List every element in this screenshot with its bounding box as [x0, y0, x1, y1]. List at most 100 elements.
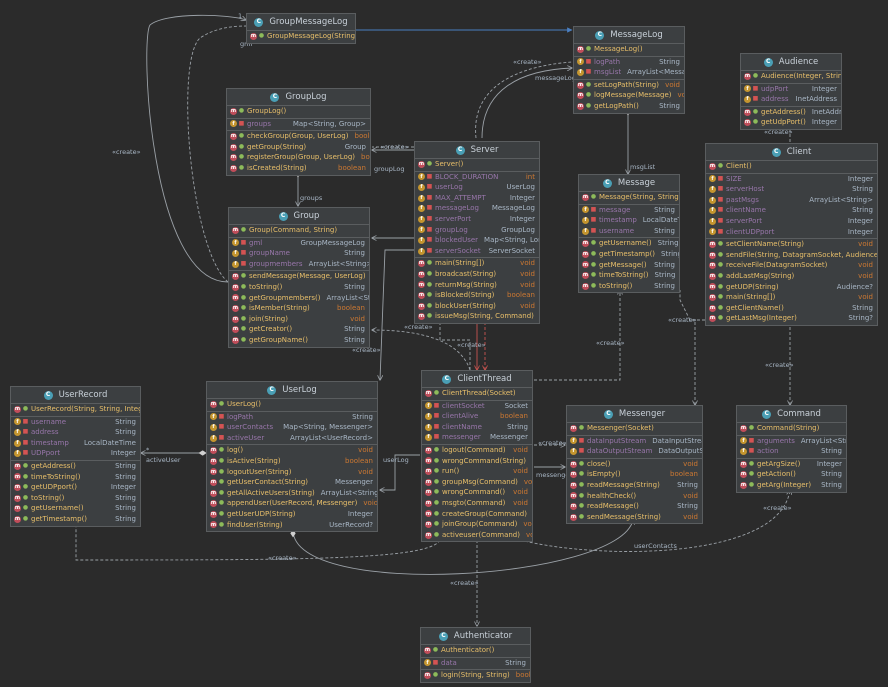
field-row[interactable]: f■dataOutputStreamDataOutputStream	[567, 446, 702, 457]
method-row[interactable]: m●main(String[])void	[706, 292, 877, 303]
method-row[interactable]: m●getAction()String	[737, 469, 846, 480]
method-row[interactable]: m●join(String)void	[229, 314, 369, 325]
constructor-row[interactable]: m●ClientThread(Socket)	[422, 388, 532, 399]
constructor-row[interactable]: m●UserRecord(String, String, Integer)	[11, 404, 140, 415]
method-row[interactable]: m●blockUser(String)void	[415, 301, 539, 312]
method-row[interactable]: m●findUser(String)UserRecord?	[207, 520, 377, 531]
method-row[interactable]: m●receiveFile(DatagramSocket)void	[706, 260, 877, 271]
method-row[interactable]: m●wrongCommand(String)void	[422, 456, 532, 467]
method-row[interactable]: m●getAllActiveUsers(String)ArrayList<Str…	[207, 488, 377, 499]
constructor-row[interactable]: m●Authenticator()	[421, 645, 530, 656]
method-row[interactable]: m●sendFile(String, DatagramSocket, Audie…	[706, 250, 877, 261]
method-row[interactable]: m●close()void	[567, 459, 702, 470]
method-row[interactable]: m●readMessage()String	[567, 501, 702, 512]
method-row[interactable]: m●getUDP(String)Audience?	[706, 282, 877, 293]
constructor-row[interactable]: m●Group(Command, String)	[229, 225, 369, 236]
method-row[interactable]: m●getLastMsg(Integer)String?	[706, 313, 877, 324]
method-row[interactable]: m●login(String, String)boolean	[421, 670, 530, 681]
method-row[interactable]: m●issueMsg(String, Command)void	[415, 311, 539, 322]
constructor-row[interactable]: m●GroupLog()	[227, 106, 370, 117]
method-row[interactable]: m●getUserUDP(String)Integer	[207, 509, 377, 520]
method-row[interactable]: m●getArgSize()Integer	[737, 459, 846, 470]
method-row[interactable]: m●toString()String	[11, 493, 140, 504]
method-row[interactable]: m●healthCheck()void	[567, 491, 702, 502]
method-row[interactable]: m●getGroup(String)Group	[227, 142, 370, 153]
method-row[interactable]: m●isCreated(String)boolean	[227, 163, 370, 174]
method-row[interactable]: m●joinGroup(Command)void	[422, 519, 532, 530]
method-row[interactable]: m●appendUser(UserRecord, Messenger)void	[207, 498, 377, 509]
method-row[interactable]: m●main(String[])void	[415, 258, 539, 269]
method-row[interactable]: m●isMember(String)boolean	[229, 303, 369, 314]
method-row[interactable]: m●returnMsg(String)void	[415, 280, 539, 291]
method-row[interactable]: m●checkGroup(Group, UserLog)boolean	[227, 131, 370, 142]
method-row[interactable]: m●getUsername()String	[11, 503, 140, 514]
method-row[interactable]: m●getClientName()String	[706, 303, 877, 314]
method-row[interactable]: m●getTimestamp()String	[579, 249, 679, 260]
method-row[interactable]: m●logMessage(Message)void	[574, 90, 684, 101]
method-row[interactable]: m●getUserContact(String)Messenger	[207, 477, 377, 488]
constructor-row[interactable]: m●GroupMessageLog(String)	[247, 31, 355, 42]
method-row[interactable]: m●getUdpPort()Integer	[741, 117, 841, 128]
method-row[interactable]: m●sendMessage(String)void	[567, 512, 702, 523]
constructor-row[interactable]: m●Command(String)	[737, 423, 846, 434]
method-row[interactable]: m●groupMsg(Command)void	[422, 477, 532, 488]
method-row[interactable]: m●logoutUser(String)void	[207, 467, 377, 478]
constructor-row[interactable]: m●MessageLog()	[574, 44, 684, 55]
method-row[interactable]: m●getGroupmembers()ArrayList<String>	[229, 293, 369, 304]
method-row[interactable]: m●toString()String	[579, 281, 679, 292]
constructor-row[interactable]: m●Messenger(Socket)	[567, 423, 702, 434]
method-row[interactable]: m●getUDPport()Integer	[11, 482, 140, 493]
method-row[interactable]: m●isBlocked(String)boolean	[415, 290, 539, 301]
constructor-row[interactable]: m●Audience(Integer, String)	[741, 71, 841, 82]
method-row[interactable]: m●getGroupName()String	[229, 335, 369, 346]
method-row[interactable]: m●log()void	[207, 445, 377, 456]
method-row[interactable]: m●getLogPath()String	[574, 101, 684, 112]
constructor-row[interactable]: m●UserLog()	[207, 399, 377, 410]
method-row[interactable]: m●timeToString()String	[11, 472, 140, 483]
method-row[interactable]: m●activeuser(Command)void	[422, 530, 532, 541]
method-row[interactable]: m●readMessage(String)String	[567, 480, 702, 491]
method-row[interactable]: m●msgto(Command)void	[422, 498, 532, 509]
method-row[interactable]: m●isEmpty()boolean	[567, 469, 702, 480]
method-row[interactable]: m●getTimestamp()String	[11, 514, 140, 525]
method-row[interactable]: m●setLogPath(String)void	[574, 80, 684, 91]
